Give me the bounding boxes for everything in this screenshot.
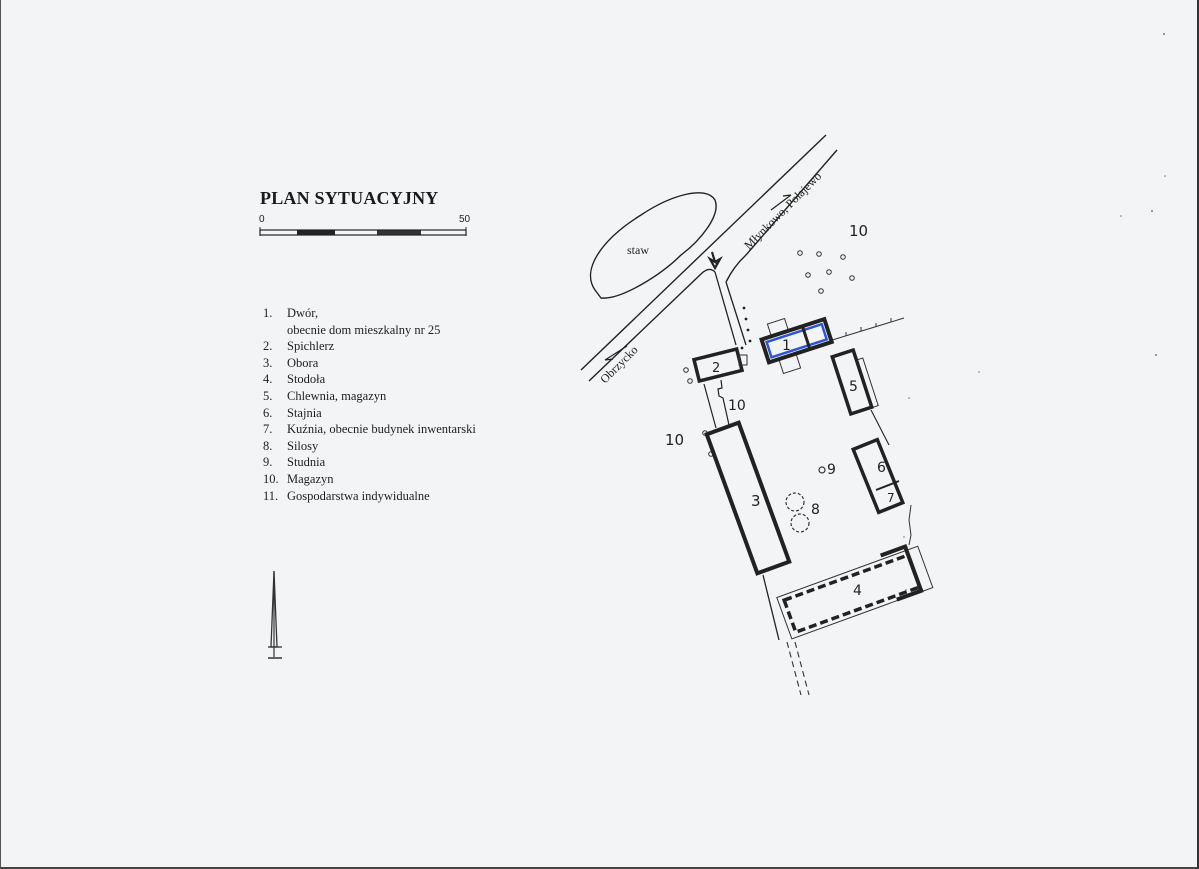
legend-label: Spichlerz — [287, 339, 335, 354]
legend-num: 4. — [263, 372, 273, 387]
legend-num: 1. — [263, 306, 273, 320]
silos — [785, 492, 810, 533]
legend-item: 9. Studnia — [263, 454, 476, 471]
magazyn-label-ne: 10 — [849, 222, 868, 240]
legend-num: 8. — [263, 438, 273, 453]
legend-num: 3. — [263, 355, 273, 370]
scan-specks — [903, 33, 1166, 591]
north-arrow-icon — [268, 570, 282, 659]
scale-max-label: 50 — [459, 214, 471, 225]
legend-num: 7. — [263, 422, 273, 437]
boundary-line-east — [870, 409, 890, 446]
silos-label: 8 — [811, 502, 820, 518]
legend-item: 10. Magazyn — [263, 471, 476, 488]
well-label: 9 — [827, 462, 836, 478]
boundary-line-west — [762, 574, 780, 641]
legend-num: 2. — [263, 339, 273, 354]
legend: 1. Dwór, obecnie dom mieszkalny nr 25 2.… — [263, 305, 476, 504]
legend-num: 5. — [263, 388, 273, 403]
scale-bar-graphic — [259, 227, 467, 236]
access-road — [714, 271, 747, 346]
legend-label: Studnia — [287, 455, 326, 470]
trees-west-b2 — [683, 367, 693, 384]
main-road — [580, 134, 838, 382]
path-south — [786, 641, 810, 696]
legend-label: Dwór, — [287, 306, 319, 320]
plan-title: PLAN SYTUACYJNY — [260, 188, 439, 208]
fence-ne — [828, 317, 905, 342]
pond-label: staw — [627, 243, 649, 257]
legend-num: 6. — [263, 405, 273, 420]
road-label-ne: Młynkowo, Połajewo — [741, 169, 824, 252]
scale-bar: 0 50 — [259, 214, 471, 240]
magazyn-label-center: 10 — [728, 398, 746, 414]
building-6-label: 6 — [877, 460, 886, 476]
legend-item: 4. Stodoła — [263, 371, 476, 388]
building-5-label: 5 — [849, 379, 858, 395]
direction-arrow-sw-icon — [604, 345, 628, 361]
tree-row — [740, 306, 752, 350]
legend-label: Gospodarstwa indywidualne — [287, 488, 430, 503]
entrance-arrow-icon — [707, 251, 723, 271]
building-6-7: 6 7 — [850, 437, 906, 515]
legend-item: 11. Gospodarstwa indywidualne — [263, 488, 476, 505]
legend-label: Kuźnia, obecnie budynek inwentarski — [287, 422, 476, 437]
legend-label: Stodoła — [287, 372, 326, 387]
magazyn-passage — [703, 379, 730, 429]
scale-min-label: 0 — [259, 214, 265, 225]
building-3: 3 — [704, 420, 792, 576]
building-4: 4 — [776, 544, 934, 640]
legend-label: Obora — [287, 355, 319, 370]
fence-east — [908, 504, 912, 546]
legend-item: 6. Stajnia — [263, 405, 476, 422]
building-2: 2 — [691, 346, 748, 384]
legend-item: 8. Silosy — [263, 438, 476, 455]
legend-num: 10. — [263, 471, 279, 486]
legend-label: obecnie dom mieszkalny nr 25 — [287, 322, 441, 337]
well-icon — [818, 466, 826, 474]
legend-num: 11. — [263, 488, 279, 503]
legend-item-continuation: obecnie dom mieszkalny nr 25 — [263, 322, 476, 339]
legend-item: 7. Kuźnia, obecnie budynek inwentarski — [263, 421, 476, 438]
legend-item: 1. Dwór, — [263, 305, 476, 322]
building-5: 5 — [830, 347, 879, 417]
pond-outline — [589, 192, 717, 299]
legend-label: Stajnia — [287, 405, 322, 420]
legend-label: Silosy — [287, 438, 319, 453]
legend-item: 2. Spichlerz — [263, 338, 476, 355]
magazyn-label-west: 10 — [665, 431, 684, 449]
building-2-label: 2 — [712, 361, 720, 376]
building-4-label: 4 — [853, 583, 862, 599]
legend-num: 9. — [263, 455, 273, 470]
building-1: 1 — [759, 316, 835, 375]
direction-arrow-ne-icon — [770, 194, 792, 211]
legend-label: Magazyn — [287, 471, 334, 486]
road-label-sw: Obrzycko — [597, 343, 640, 386]
building-7-label: 7 — [887, 491, 895, 505]
legend-item: 3. Obora — [263, 355, 476, 372]
legend-item: 5. Chlewnia, magazyn — [263, 388, 476, 405]
orchard-trees — [797, 250, 855, 294]
building-3-label: 3 — [751, 492, 761, 510]
building-1-label: 1 — [782, 338, 791, 354]
legend-label: Chlewnia, magazyn — [287, 388, 387, 403]
